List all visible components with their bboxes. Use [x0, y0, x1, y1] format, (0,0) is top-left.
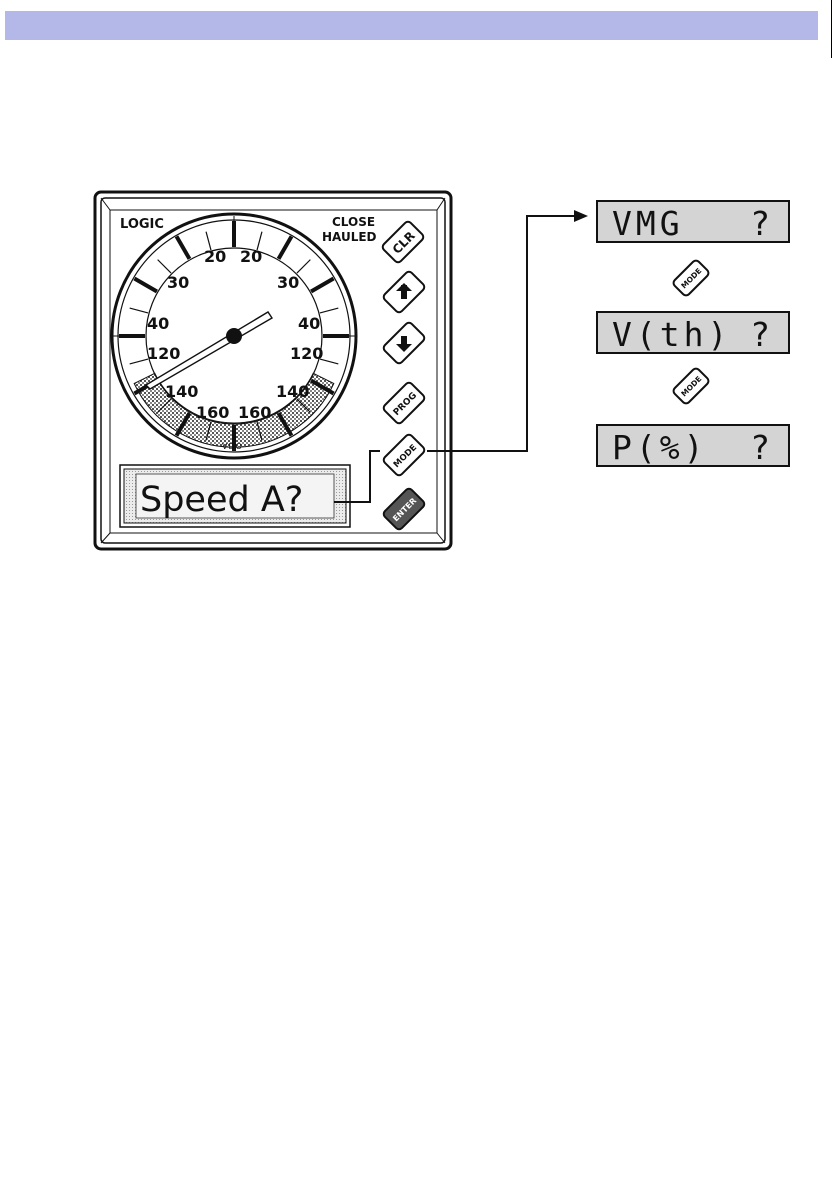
menu-option-p-percent-text: P(%) [612, 428, 707, 467]
menu-option-p-percent-suffix: ? [750, 428, 774, 467]
menu-option-vmg: VMG ? [596, 200, 790, 243]
dial-label-left-20: 20 [204, 247, 226, 266]
menu-option-vth-text: V(th) [612, 315, 731, 354]
brand-label: LOGIC [120, 217, 164, 232]
menu-option-vmg-suffix: ? [750, 204, 774, 243]
speed-display: Speed A? [120, 465, 350, 527]
dial-label-left-140: 140 [165, 382, 198, 401]
speed-display-text: Speed A? [140, 480, 303, 520]
arrow-right-icon [574, 210, 588, 222]
maker-label: VDO [222, 442, 243, 451]
menu-option-vmg-text: VMG [612, 204, 684, 243]
dial-label-left-160: 160 [196, 403, 229, 422]
menu-option-vth-suffix: ? [750, 315, 774, 354]
dial-label-right-30: 30 [277, 273, 299, 292]
mode-label-hauled: HAULED [322, 230, 377, 244]
dial-label-right-160: 160 [238, 403, 271, 422]
menu-option-p-percent: P(%) ? [596, 424, 790, 467]
mode-key-icon-2: MODE [668, 366, 714, 406]
dial-label-right-140: 140 [276, 382, 309, 401]
menu-option-vth: V(th) ? [596, 311, 790, 354]
instrument-diagram: LOGIC CLOSE HAULED 20 20 30 30 40 40 120… [0, 0, 840, 600]
mode-label-close: CLOSE [332, 215, 375, 229]
dial-label-left-40: 40 [147, 314, 169, 333]
dial-label-right-120: 120 [290, 344, 323, 363]
dial-label-right-20: 20 [240, 247, 262, 266]
dial-label-left-120: 120 [147, 344, 180, 363]
dial-label-left-30: 30 [167, 273, 189, 292]
mode-key-icon-1: MODE [668, 258, 714, 298]
dial-label-right-40: 40 [298, 314, 320, 333]
